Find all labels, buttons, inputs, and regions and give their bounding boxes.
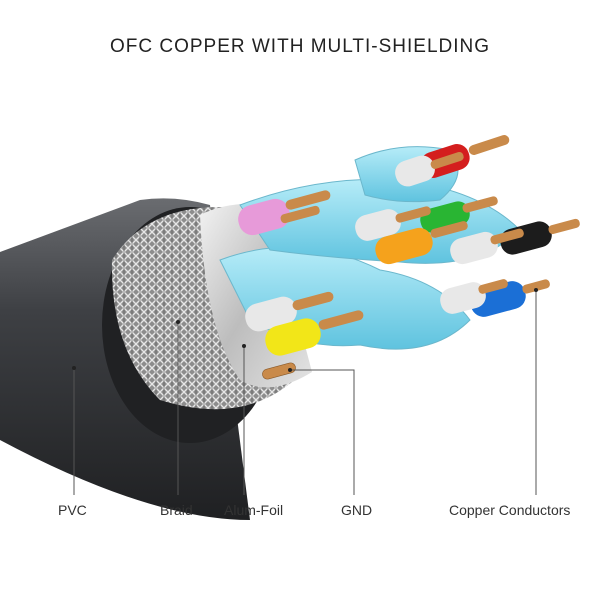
conductor-pink bbox=[238, 190, 331, 236]
conductor-white-top bbox=[395, 151, 464, 187]
callout-dots bbox=[72, 288, 538, 372]
conductor-yellow bbox=[265, 310, 364, 356]
conductor-white-lower bbox=[440, 279, 508, 314]
conductor-white-right bbox=[450, 228, 524, 265]
label-braid: Braid bbox=[160, 502, 193, 518]
gnd-drain-wire bbox=[262, 362, 296, 380]
conductor-orange bbox=[375, 221, 468, 265]
conductor-white-mid bbox=[355, 206, 431, 241]
label-pvc: PVC bbox=[58, 502, 87, 518]
label-copper-conductors: Copper Conductors bbox=[449, 502, 571, 518]
label-gnd: GND bbox=[341, 502, 373, 518]
callout-lines bbox=[73, 290, 537, 495]
diagram-title: OFC COPPER WITH MULTI-SHIELDING bbox=[109, 36, 491, 57]
label-alum-foil: Alum-Foil bbox=[224, 502, 284, 518]
conductor-black bbox=[500, 218, 580, 255]
conductor-white-left bbox=[245, 291, 334, 332]
